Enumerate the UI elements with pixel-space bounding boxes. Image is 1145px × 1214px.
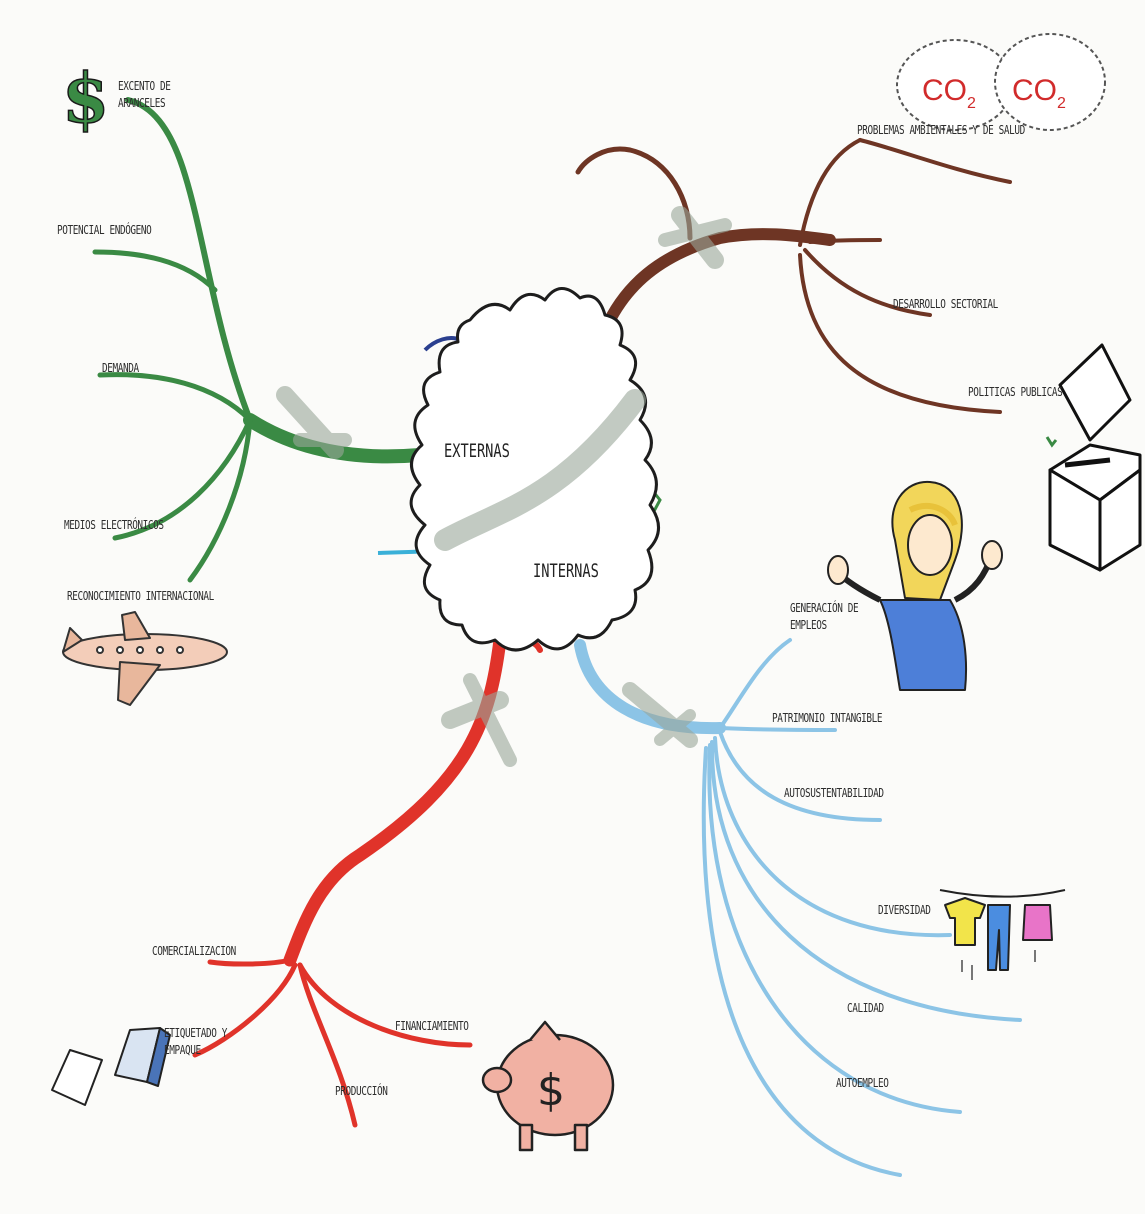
- label-package-icon: [51, 1027, 171, 1106]
- label-medios-electronicos: MEDIOS ELECTRÓNICOS: [64, 518, 164, 532]
- label-reconocimiento-internacional: RECONOCIMIENTO INTERNACIONAL: [67, 589, 214, 603]
- label-calidad: CALIDAD: [847, 1001, 884, 1015]
- blue-branch: [574, 638, 1022, 1177]
- label-patrimonio-intangible: PATRIMONIO INTANGIBLE: [772, 711, 883, 725]
- label-comercializacion: COMERCIALIZACION: [152, 944, 236, 958]
- label-excento-aranceles: EXCENTO DE ARANCELES: [118, 79, 171, 110]
- label-potencial-endogeno: POTENCIAL ENDÓGENO: [57, 223, 152, 237]
- svg-text:2: 2: [1057, 95, 1066, 112]
- label-politicas-publicas: POLITICAS PUBLICAS: [968, 385, 1063, 399]
- svg-text:CO: CO: [922, 74, 967, 107]
- svg-text:CO: CO: [1012, 74, 1057, 107]
- label-autosustentabilidad: AUTOSUSTENTABILIDAD: [784, 786, 884, 800]
- svg-text:$: $: [537, 1065, 565, 1116]
- central-cloud: [409, 287, 660, 652]
- center-label-externas: EXTERNAS: [444, 440, 510, 462]
- center-label-internas: INTERNAS: [533, 560, 599, 582]
- clothesline-icon: [939, 889, 1066, 980]
- airplane-icon: [62, 611, 228, 706]
- green-check-icon: [1045, 436, 1058, 448]
- label-financiamiento: FINANCIAMIENTO: [395, 1019, 469, 1033]
- label-desarrollo-sectorial: DESARROLLO SECTORIAL: [893, 297, 998, 311]
- label-generacion-empleos: GENERACIÓN DE EMPLEOS: [790, 601, 859, 632]
- label-produccion: PRODUCCIÓN: [335, 1084, 388, 1098]
- label-autoempleo: AUTOEMPLEO: [836, 1076, 889, 1090]
- svg-text:$: $: [62, 59, 109, 139]
- brown-branch: [575, 138, 1012, 414]
- label-etiquetado-empaque: ETIQUETADO Y EMPAQUE: [164, 1026, 227, 1057]
- green-branch: [92, 97, 427, 583]
- ballot-box-icon: [1048, 343, 1142, 572]
- piggy-bank-icon: $: [481, 1020, 615, 1152]
- smudge-marks: [276, 206, 732, 767]
- co2-clouds-icon: CO 2 CO 2: [896, 33, 1106, 131]
- svg-text:2: 2: [967, 95, 976, 112]
- label-problemas-ambientales: PROBLEMAS AMBIENTALES Y DE SALUD: [857, 123, 1025, 137]
- woman-icon: [827, 480, 1003, 691]
- label-diversidad: DIVERSIDAD: [878, 903, 931, 917]
- dollar-icon: $: [61, 58, 110, 140]
- label-demanda: DEMANDA: [102, 361, 139, 375]
